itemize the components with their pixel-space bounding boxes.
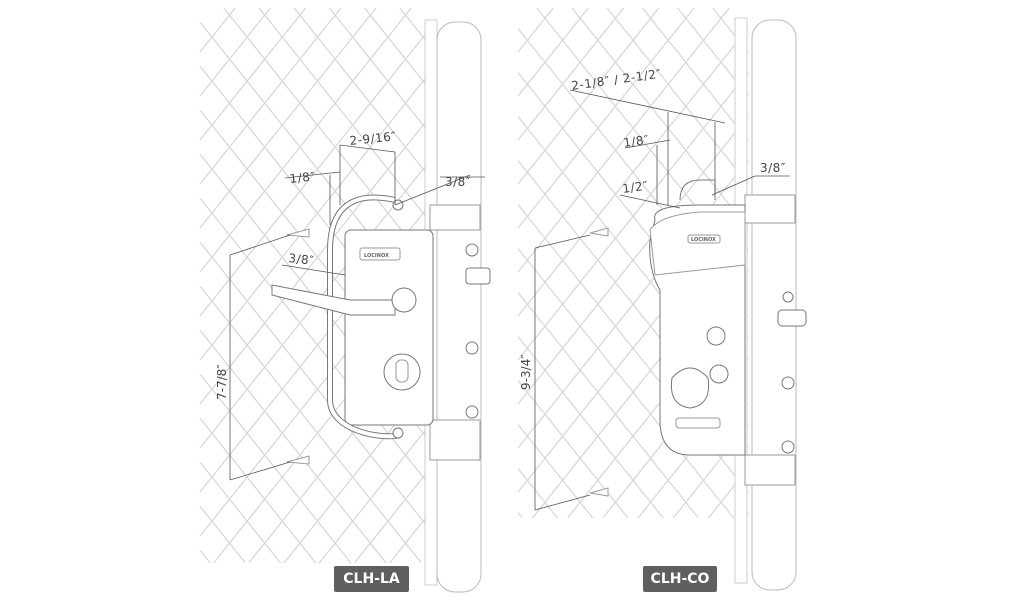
clh-co-drawing [589, 17, 807, 591]
mesh-wire [199, 329, 387, 564]
dim-handle-depth-right: 2-1/8″ / 2-1/2″ [570, 66, 662, 92]
mesh-wire [199, 285, 422, 564]
fence-post [751, 19, 797, 591]
lever-handle [271, 284, 396, 316]
mesh-wire [328, 7, 436, 141]
mesh-wire [199, 7, 377, 229]
mesh-wire [199, 7, 412, 273]
clh-la-drawing [271, 19, 491, 593]
dim-hole-top-right: 3/8″ [760, 161, 786, 175]
mesh-wire [517, 116, 749, 405]
mesh-wire [199, 109, 436, 405]
mesh-wire [517, 248, 735, 519]
mesh-wire [517, 7, 730, 273]
mesh-wire [641, 7, 749, 141]
mesh-wire [199, 505, 246, 564]
logo-text-right: LOCINOX [691, 237, 716, 243]
mesh-wire [606, 7, 749, 185]
fence-post [436, 21, 482, 593]
mesh-wire [517, 7, 695, 229]
mesh-wire [318, 417, 436, 564]
mesh-wire [199, 373, 352, 564]
model-badge-clh-co: CLH-CO [643, 566, 717, 592]
mesh-wire [517, 7, 589, 97]
mesh-wire [517, 72, 749, 361]
dim-height-left: 7-7/8″ [215, 364, 229, 400]
mesh-wire [517, 7, 660, 185]
mesh-wire [517, 7, 554, 53]
mesh-wire [199, 417, 317, 564]
dim-offset-top-right: 1/8″ [622, 133, 650, 150]
mesh-wire [517, 468, 559, 519]
mesh-wire [199, 549, 211, 564]
mesh-wire [517, 380, 629, 519]
dimension-lines-left [229, 144, 485, 481]
chain-link-mesh-left [199, 7, 436, 564]
mesh-wire [223, 7, 436, 273]
mesh-wire [517, 512, 523, 519]
mesh-wire [517, 336, 664, 519]
model-badge-clh-la: CLH-LA [334, 566, 409, 592]
mesh-wire [517, 28, 749, 317]
dim-offset-handle-left: 3/8″ [288, 251, 315, 268]
dim-hole-top-left: 3/8″ [445, 175, 471, 189]
mesh-wire [199, 7, 271, 97]
dimension-lines-right [534, 89, 790, 511]
mesh-wire [199, 461, 282, 564]
mesh-wire [199, 7, 307, 141]
mesh-wire [517, 7, 625, 141]
mesh-wire [571, 7, 749, 229]
dim-offset-top-left: 1/8″ [289, 169, 316, 186]
mesh-wire [517, 424, 594, 519]
dim-offset-mid-right: 1/2″ [621, 179, 649, 196]
mesh-wire [258, 7, 436, 229]
mesh-wire [199, 21, 436, 317]
mesh-wire [353, 461, 436, 564]
knob [670, 367, 710, 409]
mesh-wire [199, 7, 236, 53]
dim-handle-depth-left: 2-9/16″ [349, 129, 397, 148]
mesh-wire [293, 7, 436, 185]
mesh-wire [199, 7, 342, 185]
mesh-wire [364, 7, 436, 97]
mesh-wire [199, 65, 436, 361]
dim-height-right: 9-3/4″ [519, 354, 533, 390]
logo-text-left: LOCINOX [364, 253, 389, 259]
